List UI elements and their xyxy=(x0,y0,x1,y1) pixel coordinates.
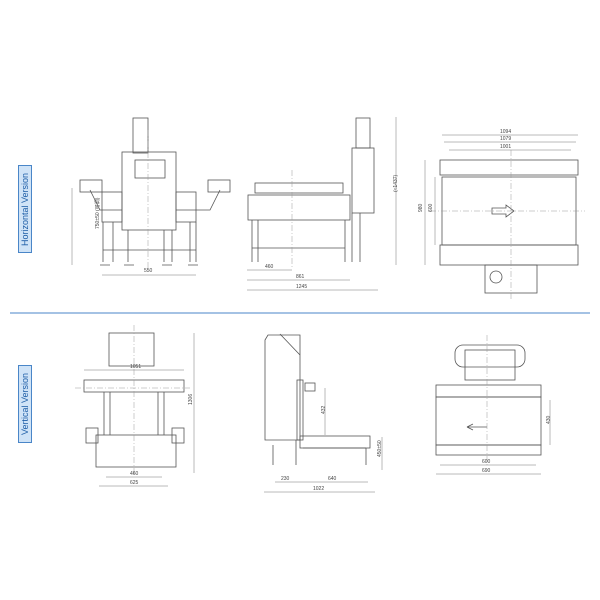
dim-label: 230 xyxy=(281,476,290,482)
dim-label: 1306 xyxy=(188,394,194,405)
dim-label: (≈1437) xyxy=(393,174,399,192)
horizontal-side-view: 460 861 1245 (≈1437) xyxy=(247,117,399,291)
dim-label: 690 xyxy=(482,468,491,474)
dim-label: 640 xyxy=(328,476,337,482)
vertical-front-view: 1051 1306 460 625 xyxy=(75,325,195,487)
dim-label: 432 xyxy=(321,405,327,414)
dim-label: 1094 xyxy=(500,129,511,135)
dim-label: 861 xyxy=(296,274,305,280)
dim-label: 1022 xyxy=(313,486,324,492)
dim-label: 1051 xyxy=(130,364,141,370)
dim-label: 600 xyxy=(428,203,434,212)
horizontal-top-view: 1094 1079 1001 980 600 xyxy=(418,129,585,300)
dim-label: 1001 xyxy=(500,144,511,150)
horizontal-front-view: 550 750±50 (可调) xyxy=(71,117,231,276)
dim-label: 450±50 xyxy=(377,440,383,457)
dim-label: 430 xyxy=(546,415,552,424)
dim-label: 625 xyxy=(130,480,139,486)
dim-label: 1079 xyxy=(500,136,511,142)
dim-label: 460 xyxy=(130,471,139,477)
dim-label: 460 xyxy=(265,264,274,270)
dim-label: 980 xyxy=(418,203,424,212)
vertical-side-view: 432 450±50 230 640 1022 xyxy=(264,333,383,493)
dim-label: 750±50 (可调) xyxy=(94,197,101,229)
dim-label: 550 xyxy=(144,268,153,274)
dim-label: 600 xyxy=(482,459,491,465)
vertical-top-view: 430 600 690 xyxy=(435,335,552,475)
dim-label: 1245 xyxy=(296,284,307,290)
